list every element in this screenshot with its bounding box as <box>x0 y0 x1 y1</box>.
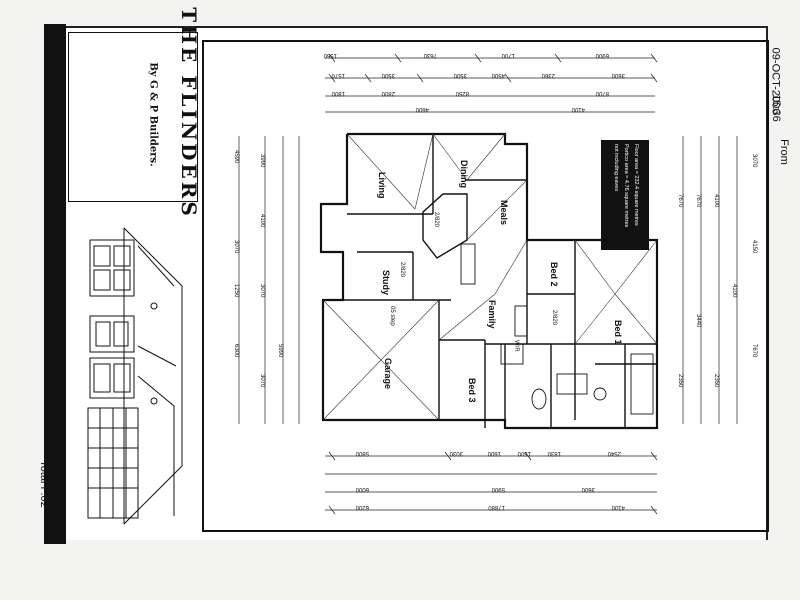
dim-right-3: 4150 <box>751 240 757 254</box>
dim-bottom-11: 3600 <box>581 486 595 492</box>
roof-hip-lines <box>322 133 658 421</box>
dim-bottom-5: 1830 <box>547 450 561 456</box>
room-family: Family <box>487 300 497 329</box>
dim-left-8: 3070 <box>259 374 265 388</box>
dim-right-7: 2350 <box>713 374 719 388</box>
dim-left-4: 6300 <box>233 344 239 358</box>
builder-name: By G & P Builders. <box>147 62 159 167</box>
room-meals: Meals <box>499 200 509 225</box>
dim-right-6: 3440 <box>695 314 701 328</box>
dim-bottom-4: 1500 <box>517 450 531 456</box>
dim-bottom-1: 5800 <box>355 450 369 456</box>
dimension-ticks <box>328 53 658 515</box>
dim-top-14: 8700 <box>595 90 609 96</box>
room-living: Living <box>377 172 387 199</box>
fax-from: From <box>777 139 790 165</box>
dim-bottom-6: 2540 <box>607 450 621 456</box>
fax-edge-strip <box>44 24 66 544</box>
dim-top-11: 1800 <box>331 90 345 96</box>
dim-top-9: 2360 <box>541 72 555 78</box>
dim-top-13: 8250 <box>455 90 469 96</box>
area-note-box <box>601 140 649 250</box>
dim-left-7: 5990 <box>277 344 283 358</box>
room-labels: Living Dining Meals Study Family Bed 2 B… <box>377 160 623 403</box>
plan-annotations: 2/820 2/820 2/820 W/R 05 step <box>389 212 557 352</box>
bed2-door-label: 2/820 <box>551 310 557 326</box>
dim-right-10: 2350 <box>677 374 683 388</box>
room-bed-1: Bed 1 <box>613 320 623 345</box>
dim-top-5: 1570 <box>331 72 345 78</box>
dimension-lines <box>238 57 738 511</box>
area-note: Floor area = 232.4 square metres Portico… <box>613 144 639 228</box>
total-pages: Total P.02 <box>37 460 50 508</box>
dim-top-3: 1700 <box>501 52 515 58</box>
dim-right-8: 7670 <box>751 344 757 358</box>
house-name: THE FLINDERS <box>176 7 201 219</box>
dim-bottom-12: 4100 <box>611 504 625 510</box>
dim-right-9: 4100 <box>731 284 737 298</box>
dim-left-6: 3070 <box>259 284 265 298</box>
dim-right-4: 7670 <box>695 194 701 208</box>
room-bed-2: Bed 2 <box>549 262 559 287</box>
fixtures <box>460 243 654 415</box>
dim-bottom-2: 3030 <box>449 450 463 456</box>
wir-label: W/R <box>513 340 519 352</box>
dim-right-5: 4100 <box>713 194 719 208</box>
dim-top-12: 2800 <box>381 90 395 96</box>
dim-bottom-7: 6000 <box>355 486 369 492</box>
dim-top-7: 3500 <box>453 72 467 78</box>
dim-left-1: 4590 <box>233 150 239 164</box>
dim-bottom-9: 17880 <box>488 504 505 510</box>
room-study: Study <box>381 270 391 295</box>
study-door-label: 2/820 <box>399 262 405 278</box>
title-block: THE FLINDERS By G & P Builders. <box>68 7 201 219</box>
step-label: 05 step <box>389 306 395 326</box>
living-door-label: 2/820 <box>433 212 439 228</box>
area-note-eaves: not including eaves <box>613 144 619 191</box>
room-bed-3: Bed 3 <box>467 378 477 403</box>
dim-right-1: 3070 <box>751 154 757 168</box>
fax-time: 15:36 <box>769 94 782 122</box>
dim-left-2: 3070 <box>233 240 239 254</box>
dim-left-5: 4100 <box>259 214 265 228</box>
dim-top-6: 3500 <box>381 72 395 78</box>
drawing-frame <box>202 40 769 532</box>
dim-top-8: 4500 <box>491 72 505 78</box>
dim-right-2: 7670 <box>677 194 683 208</box>
dim-top-16: 4100 <box>571 106 585 112</box>
dim-top-2: 7630 <box>423 52 437 58</box>
dim-bottom-8: 5900 <box>491 486 505 492</box>
area-floor: Floor area = 232.4 square metres <box>633 144 639 226</box>
dim-top-10: 3600 <box>611 72 625 78</box>
dim-bottom-3: 1600 <box>487 450 501 456</box>
room-garage: Garage <box>383 358 393 389</box>
dim-top-15: 4600 <box>415 106 429 112</box>
floor-plan: Living Dining Meals Study Family Bed 2 B… <box>233 52 757 515</box>
front-elevation-drawing <box>87 227 183 525</box>
dim-left-9: 1250 <box>233 284 239 298</box>
room-dining: Dining <box>459 160 469 188</box>
dim-bottom-10: 6200 <box>355 504 369 510</box>
dim-top-1: 1560 <box>323 52 337 58</box>
dim-top-4: 6900 <box>595 52 609 58</box>
dim-left-3: 3990 <box>259 154 265 168</box>
area-portico: Portico area = 4.76 square metres <box>623 144 629 228</box>
dimension-numbers: 1560 7630 1700 6900 1570 3500 3500 4500 … <box>233 52 757 510</box>
